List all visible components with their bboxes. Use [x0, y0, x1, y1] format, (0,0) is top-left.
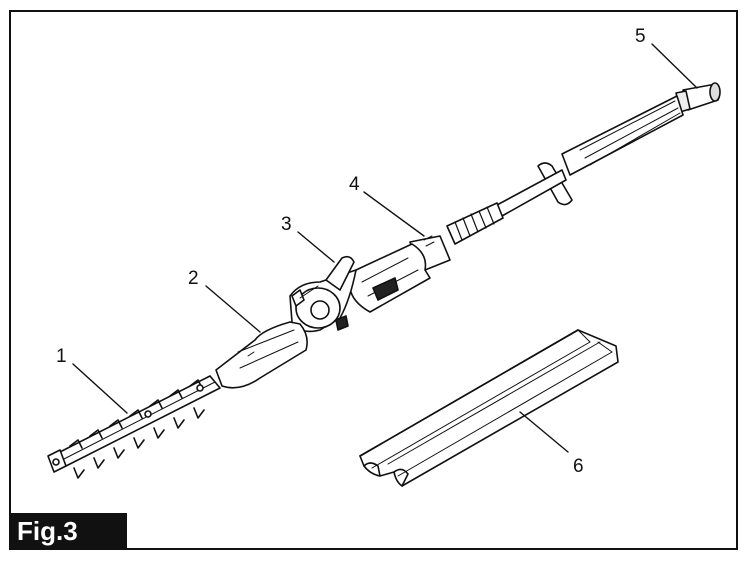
leader-lines — [72, 43, 698, 453]
gearbox-head — [289, 255, 357, 333]
callout-4: 4 — [349, 174, 360, 195]
blade-body — [215, 321, 308, 389]
callout-3: 3 — [281, 214, 292, 235]
motor-housing — [349, 235, 451, 313]
callout-2: 2 — [188, 268, 199, 289]
callout-6: 6 — [573, 456, 584, 477]
hedge-blade — [47, 375, 221, 479]
callout-5: 5 — [635, 26, 646, 47]
shaft — [446, 82, 721, 245]
blade-cover — [359, 329, 619, 487]
callout-1: 1 — [56, 346, 67, 367]
figure-label: Fig.3 — [9, 513, 127, 550]
figure-frame — [9, 10, 738, 550]
